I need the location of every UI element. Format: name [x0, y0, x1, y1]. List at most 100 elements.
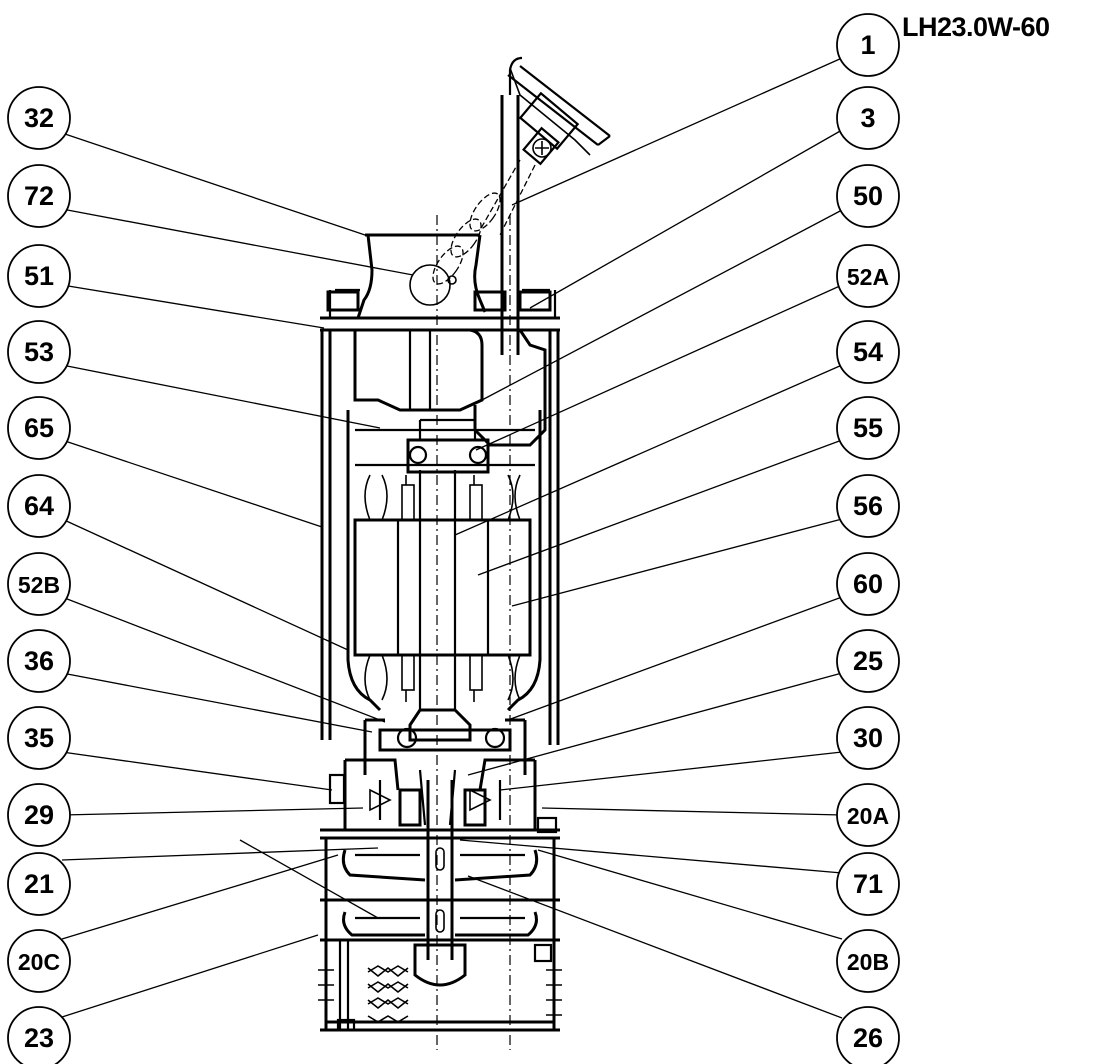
callout-label: 21: [24, 869, 54, 899]
motor-cover: [320, 288, 560, 447]
callout-circle: [7, 474, 71, 538]
callout-right-54: 54: [836, 320, 900, 384]
callout-left-53: 53: [7, 320, 71, 384]
callout-right-52A: 52A: [836, 244, 900, 308]
callout-left-65: 65: [7, 396, 71, 460]
callout-label: 23: [24, 1023, 54, 1053]
callout-circle: [836, 86, 900, 150]
pump-drawing: [318, 56, 611, 1050]
model-title: LH23.0W-60: [902, 12, 1050, 42]
callout-left-72: 72: [7, 164, 71, 228]
pump-casing: [320, 780, 560, 987]
callout-right-55: 55: [836, 396, 900, 460]
callout-label: 53: [24, 337, 54, 367]
callout-right-20B: 20B: [836, 929, 900, 993]
lifting-chain: [409, 192, 501, 306]
callout-circle: [836, 852, 900, 916]
callout-left-36: 36: [7, 629, 71, 693]
callout-left-52B: 52B: [7, 552, 71, 616]
callout-right-3: 3: [836, 86, 900, 150]
callout-circle: [836, 706, 900, 770]
stator-rotor: [353, 470, 532, 710]
callout-label: 50: [853, 181, 883, 211]
callout-label: 52B: [18, 572, 60, 598]
callout-right-25: 25: [836, 629, 900, 693]
callout-label: 55: [853, 413, 883, 443]
callout-circle: [836, 783, 900, 847]
callout-circle: [7, 396, 71, 460]
callout-left-23: 23: [7, 1006, 71, 1064]
callout-left-51: 51: [7, 244, 71, 308]
callout-label: 30: [853, 723, 883, 753]
callout-right-60: 60: [836, 552, 900, 616]
callout-circle: [7, 852, 71, 916]
callout-left-32: 32: [7, 86, 71, 150]
callout-right-1: 1: [836, 13, 900, 77]
callout-label: 26: [853, 1023, 883, 1053]
cable-clamp: [479, 91, 580, 236]
lower-bearing: [363, 708, 527, 775]
callout-label: 51: [24, 261, 54, 291]
callout-right-71: 71: [836, 852, 900, 916]
callout-circle: [7, 1006, 71, 1064]
callout-label: 1: [860, 30, 875, 60]
callout-left-21: 21: [7, 852, 71, 916]
callout-label: 20C: [18, 949, 60, 975]
callout-label: 32: [24, 103, 54, 133]
callout-right-26: 26: [836, 1006, 900, 1064]
callout-label: 64: [24, 491, 54, 521]
callout-label: 54: [853, 337, 883, 367]
callout-circle: [836, 552, 900, 616]
callout-circle: [7, 244, 71, 308]
callout-label: 36: [24, 646, 54, 676]
callout-label: 3: [860, 103, 875, 133]
callout-circle: [7, 320, 71, 384]
callout-right-20A: 20A: [836, 783, 900, 847]
callout-circle: [836, 13, 900, 77]
cable-clamp-bar: [507, 65, 611, 146]
callout-right-50: 50: [836, 164, 900, 228]
callout-label: 65: [24, 413, 54, 443]
callout-circle: [836, 474, 900, 538]
callout-right-30: 30: [836, 706, 900, 770]
cable-hook: [508, 56, 523, 95]
discharge-outlet: [356, 233, 487, 319]
callout-label: 60: [853, 569, 883, 599]
callout-circle: [7, 164, 71, 228]
callout-circle: [7, 629, 71, 693]
callout-circle: [7, 929, 71, 993]
callout-circle: [7, 783, 71, 847]
upper-bearing: [406, 418, 490, 474]
callout-label: 72: [24, 181, 54, 211]
callout-circle: [836, 320, 900, 384]
callout-circle: [836, 1006, 900, 1064]
callout-right-56: 56: [836, 474, 900, 538]
callout-circle: [7, 552, 71, 616]
callout-left-35: 35: [7, 706, 71, 770]
callout-circle: [836, 629, 900, 693]
outer-jacket: [320, 330, 560, 745]
cable-pipe: [500, 95, 520, 355]
callout-left-64: 64: [7, 474, 71, 538]
callout-label: 25: [853, 646, 883, 676]
callout-label: 71: [853, 869, 883, 899]
callout-label: 35: [24, 723, 54, 753]
callout-label: 56: [853, 491, 883, 521]
callout-circle: [836, 929, 900, 993]
callout-circle: [836, 164, 900, 228]
callout-circle: [7, 706, 71, 770]
callout-circle: [836, 396, 900, 460]
callout-label: 52A: [847, 264, 889, 290]
callout-circle: [7, 86, 71, 150]
callouts-right: 1 3 50 52A 54 55 56 60 25 30 20A 71 20B 26: [836, 13, 900, 1064]
callout-left-29: 29: [7, 783, 71, 847]
callout-label: 29: [24, 800, 54, 830]
callout-circle: [836, 244, 900, 308]
strainer: [318, 940, 562, 1032]
callouts-left: 32 72 51 53 65 64 52B 36 35 29 21 20C 23: [7, 86, 71, 1064]
leader-lines: [61, 57, 843, 1019]
callout-label: 20B: [847, 949, 889, 975]
callout-left-20C: 20C: [7, 929, 71, 993]
callout-label: 20A: [847, 803, 889, 829]
